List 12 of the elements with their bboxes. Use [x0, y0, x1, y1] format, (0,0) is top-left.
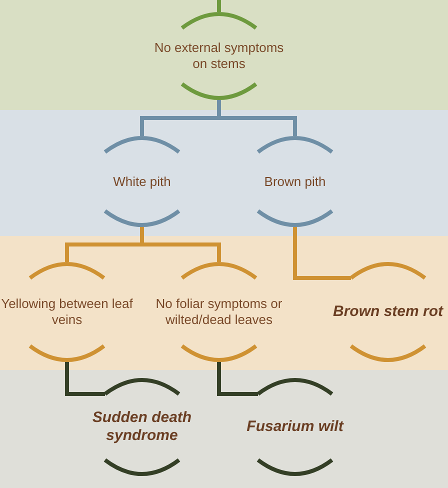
- node-text: Yellowing between leaf veins: [1, 296, 133, 328]
- connector-line: [293, 227, 351, 280]
- node-text: Sudden death syndrome: [91, 409, 193, 445]
- node-text: White pith: [113, 174, 171, 190]
- node-text: Brown pith: [264, 174, 326, 190]
- node-text: No external symptoms on stems: [153, 40, 285, 72]
- node-text: No foliar symptoms or wilted/dead leaves: [154, 296, 284, 328]
- connector-line: [217, 0, 221, 12]
- connector-line: [65, 362, 105, 396]
- node-text: Brown stem rot: [333, 303, 443, 321]
- connector-line: [217, 362, 258, 396]
- node-text: Fusarium wilt: [246, 418, 344, 436]
